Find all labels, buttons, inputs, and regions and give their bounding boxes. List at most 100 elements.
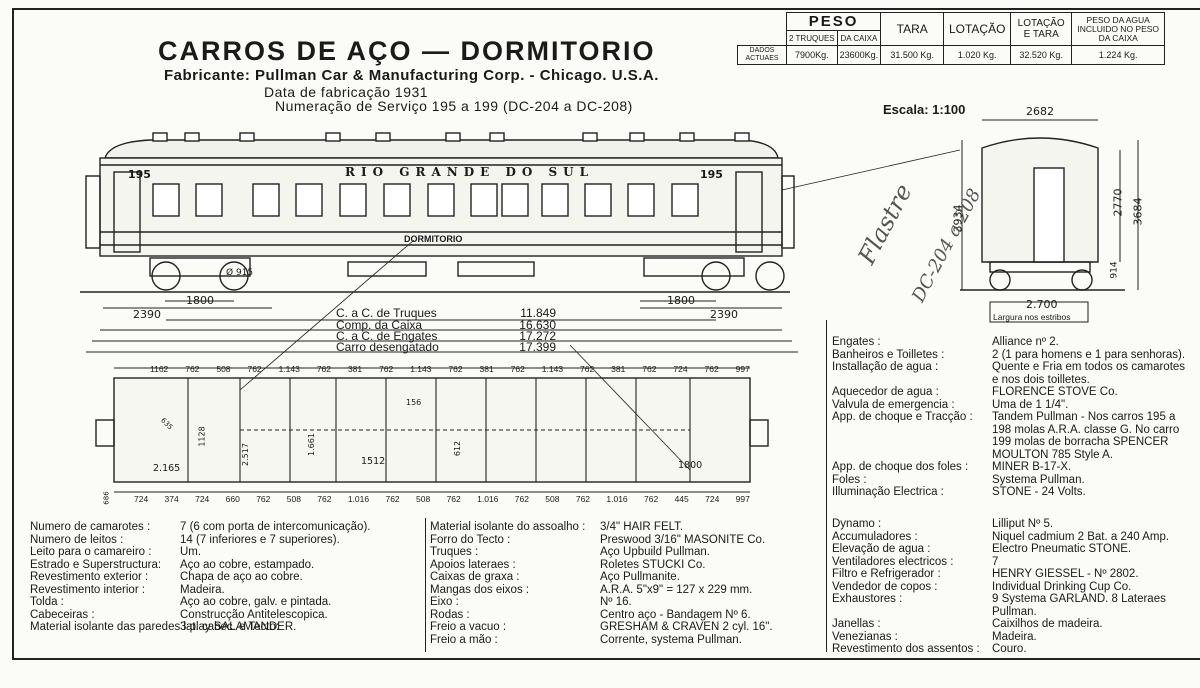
spec-value: Aço ao cobre, estampado. [180, 558, 315, 571]
plan-dim-value: 374 [164, 494, 179, 504]
plan-dim-value: 660 [225, 494, 240, 504]
spec-value: 3/4" HAIR FELT. [600, 521, 684, 533]
plan-dim-value: 762 [510, 364, 525, 374]
spec-value: STONE - 24 Volts. [992, 486, 1086, 498]
value-tara: 31.500 Kg. [880, 45, 945, 65]
spec-row: Revestimento exterior :Chapa de aço ao c… [30, 571, 370, 584]
spec-row: Venezianas :Madeira. [832, 631, 1192, 644]
spec-key: Venezianas : [832, 630, 898, 643]
specs-middle: Material isolante do assoalho :3/4" HAIR… [430, 521, 773, 646]
spec-value: 7 (6 com porta de intercomunicação). [180, 521, 371, 533]
battery-box-left [347, 261, 427, 277]
spec-key: Rodas : [430, 608, 470, 621]
plan-dim-value: 508 [286, 494, 301, 504]
plan-dim-value: 762 [704, 364, 719, 374]
car-drawings [80, 119, 1139, 493]
roof-vents [152, 132, 750, 142]
spec-value: Construcção Antitelescopica. [180, 608, 328, 621]
truck-left [149, 257, 251, 291]
dim-truques: C. a C. de Truques 11.849 [336, 306, 556, 320]
plan-dim-value: 762 [317, 494, 332, 504]
plan-dim-value: 381 [347, 364, 363, 374]
spec-row: Truques : Aço Upbuild Pullman. [430, 546, 773, 559]
end-height-3684: 3684 [1131, 197, 1145, 226]
plan-dim-1128: 1128 [197, 426, 207, 447]
door-left [113, 171, 141, 253]
dim-engates-value: 17.272 [519, 329, 556, 343]
plan-dim-value: 1162 [150, 364, 169, 374]
agua-header: PESO DA AGUA INCLUIDO NO PESO DA CAIXA [1071, 12, 1166, 46]
plan-dim-value: 508 [216, 364, 231, 374]
dim-1800-right: 1800 [667, 294, 695, 307]
truck-right [643, 257, 785, 291]
spec-row: Accumuladores :Niquel cadmium 2 Bat. a 2… [832, 531, 1192, 544]
spec-key: Aquecedor de agua : [832, 386, 939, 398]
spec-key: Freio a vacuo : [430, 621, 507, 633]
value-caixa: 23600Kg. [836, 45, 882, 65]
plan-dim-612: 612 [453, 440, 463, 457]
plan-dim-value: 762 [316, 364, 331, 374]
weights-table: PESO TARA LOTAÇÃO LOTAÇÃO E TARA PESO DA… [737, 12, 1166, 65]
spec-row: Apoios lateraes :Roletes STUCKI Co. [430, 559, 773, 572]
end-view [960, 119, 1139, 323]
dim-truques-value: 11.849 [520, 306, 556, 320]
plan-dim-value: 762 [644, 494, 659, 504]
spec-row: Cabeceiras : Construcção Antitelescopica. [30, 609, 370, 622]
spec-row: Numero de camarotes :7 (6 com porta de i… [30, 521, 370, 534]
spec-row: Eixo : Nº 16. [430, 596, 773, 609]
end-height-2770: 2770 [1111, 188, 1125, 217]
dimension-lines [86, 300, 798, 353]
spec-value: Corrente, systema Pullman. [600, 633, 742, 646]
spec-key: Banheiros e Toilletes : [832, 348, 945, 361]
spec-value: Madeira. [180, 583, 225, 596]
plan-dim-value: 1.016 [347, 494, 370, 504]
spec-value: 7 [992, 555, 999, 568]
car-number-right: 195 [700, 168, 723, 181]
dim-desengatado: Carro desengatado 17.399 [336, 340, 556, 354]
spec-key: Vendedor de copos : [832, 580, 938, 593]
drawing-title: CARROS DE AÇO — DORMITORIO [158, 36, 656, 66]
spec-value: Systema Pullman. [992, 473, 1085, 486]
plan-dim-value: 1.143 [278, 364, 300, 374]
spec-row: Vendedor de copos :Individual Drinking C… [832, 581, 1192, 594]
plan-dim-value: 762 [247, 364, 262, 374]
wheel-diameter: Ø 915 [226, 268, 254, 278]
spec-value: FLORENCE STOVE Co. [992, 386, 1118, 398]
plan-dim-value: 762 [385, 494, 400, 504]
railroad-name: RIO GRANDE DO SUL [345, 165, 595, 179]
specs-right-top: Engates :Alliance nº 2.Banheiros e Toill… [832, 336, 1192, 499]
spec-key: Cabeceiras : [30, 608, 95, 621]
spec-key: Truques : [430, 546, 479, 558]
spec-value: Quente e Fria em todos os camarotes e no… [992, 361, 1186, 386]
spec-value: Couro. [992, 643, 1027, 655]
spec-value: Niquel cadmium 2 Bat. a 240 Amp. [992, 530, 1170, 543]
spec-value: Lilliput Nº 5. [992, 518, 1054, 530]
spec-value: Aço Upbuild Pullman. [600, 546, 710, 558]
dim-caixa-value: 16.630 [519, 318, 556, 332]
spec-key: Foles : [832, 473, 867, 486]
car-number-left: 195 [128, 168, 151, 181]
plan-dim-value: 381 [479, 364, 494, 374]
spec-value: 9 Systema GARLAND. 8 Lateraes Pullman. [992, 593, 1166, 618]
spec-value: Uma de 1 1/4". [992, 398, 1069, 411]
spec-key: Illuminação Electrica : [832, 486, 944, 498]
spec-value: 3 play SALAMANDER. [180, 621, 297, 633]
spec-row: Forro do Tecto :Preswood 3/16" MASONITE … [430, 534, 773, 547]
spec-key: Revestimento interior : [30, 583, 146, 596]
spec-row: Banheiros e Toilletes :2 (1 para homens … [832, 349, 1192, 362]
specs-left: Numero de camarotes :7 (6 com porta de i… [30, 521, 370, 634]
spec-row: Filtro e Refrigerador :HENRY GIESSEL - N… [832, 568, 1192, 581]
spec-key: Numero de leitos : [30, 533, 124, 546]
build-date: Data de fabricação 1931 [264, 84, 429, 100]
spec-row: Material isolante do assoalho :3/4" HAIR… [430, 521, 773, 534]
spec-key: Eixo : [430, 596, 459, 608]
spec-value: Nº 16. [600, 596, 632, 608]
car-type-label: DORMITORIO [404, 234, 463, 244]
spec-key: Valvula de emergencia : [832, 398, 955, 411]
bottom-border [12, 658, 1200, 660]
spec-key: Exhaustores : [832, 593, 903, 605]
side-windows [152, 183, 699, 217]
spec-value: Roletes STUCKI Co. [600, 558, 706, 571]
plan-dim-value: 762 [446, 494, 461, 504]
spec-value: Caixilhos de madeira. [992, 618, 1103, 630]
